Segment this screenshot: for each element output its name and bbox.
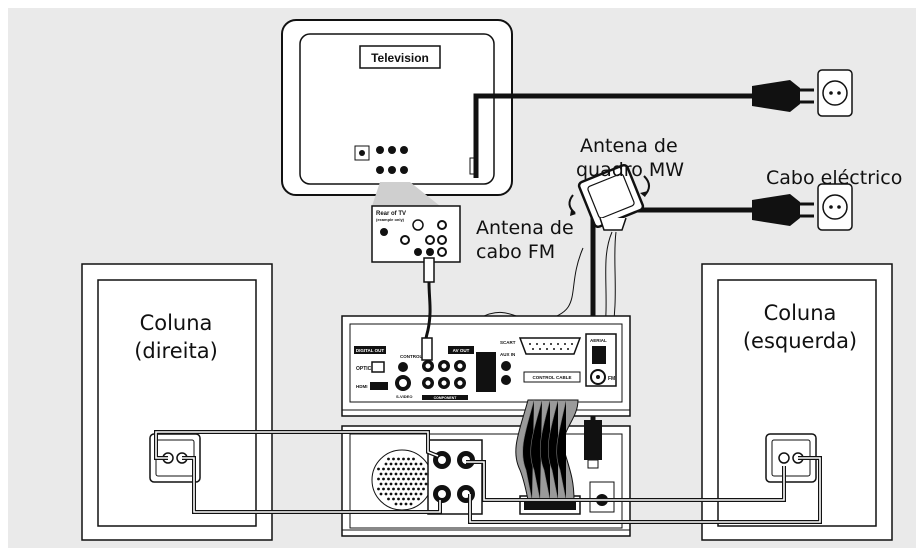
television: Television bbox=[281, 19, 513, 196]
video-cable bbox=[421, 257, 435, 361]
aerial-label: AERIAL bbox=[590, 338, 607, 343]
tv-brand-plate bbox=[359, 45, 441, 69]
speaker-right-label-line1: Coluna bbox=[140, 311, 213, 335]
control-cable-label: CONTROL CABLE bbox=[533, 375, 572, 380]
mw-antenna-label-line2: quadro MW bbox=[576, 159, 684, 181]
speaker-left-label-line1: Coluna bbox=[764, 301, 837, 325]
speaker-left bbox=[701, 263, 893, 541]
power-cable-1 bbox=[473, 80, 814, 178]
svideo-label: S-VIDEO bbox=[396, 394, 412, 399]
control-label: CONTROL bbox=[400, 354, 422, 359]
mw-antenna-label-line1: Antena de bbox=[580, 135, 678, 157]
fm-label: FM bbox=[608, 376, 615, 382]
hdmi-label: HDMI bbox=[356, 384, 368, 389]
power-cable-label: Cabo eléctrico bbox=[766, 167, 902, 189]
tv-callout bbox=[372, 182, 440, 206]
fm-antenna-label-line2: cabo FM bbox=[476, 241, 555, 263]
scart-label: SCART bbox=[500, 340, 516, 345]
tv-rear-subtitle: (example only) bbox=[376, 217, 405, 222]
speaker-output-terminals bbox=[427, 439, 483, 515]
mw-loop-antenna bbox=[568, 163, 650, 345]
speaker-left-label-line2: (esquerda) bbox=[743, 329, 857, 353]
tv-rear-panel: Rear of TV (example only) bbox=[371, 205, 461, 263]
fm-antenna-label-line1: Antena de bbox=[476, 217, 574, 239]
tv-title: Television bbox=[371, 51, 429, 65]
power-plug-unit bbox=[584, 420, 602, 460]
aux-in-label: AUX IN bbox=[500, 352, 515, 357]
scart-socket bbox=[518, 337, 582, 355]
speaker-right bbox=[81, 263, 273, 541]
tv-rear-title: Rear of TV bbox=[376, 211, 406, 217]
speaker-right-label-line2: (direita) bbox=[134, 339, 218, 363]
av-out-label: AV OUT bbox=[453, 348, 470, 353]
wall-socket-1 bbox=[817, 69, 853, 117]
optical-label: OPTICAL bbox=[356, 366, 378, 372]
wall-socket-2 bbox=[817, 183, 853, 231]
av-unit-top: DIGITAL OUT OPTICAL HDMI CONTROL S-VIDEO… bbox=[341, 315, 631, 417]
component-label: COMPONENT bbox=[434, 396, 458, 400]
digital-out-label: DIGITAL OUT bbox=[356, 348, 385, 353]
